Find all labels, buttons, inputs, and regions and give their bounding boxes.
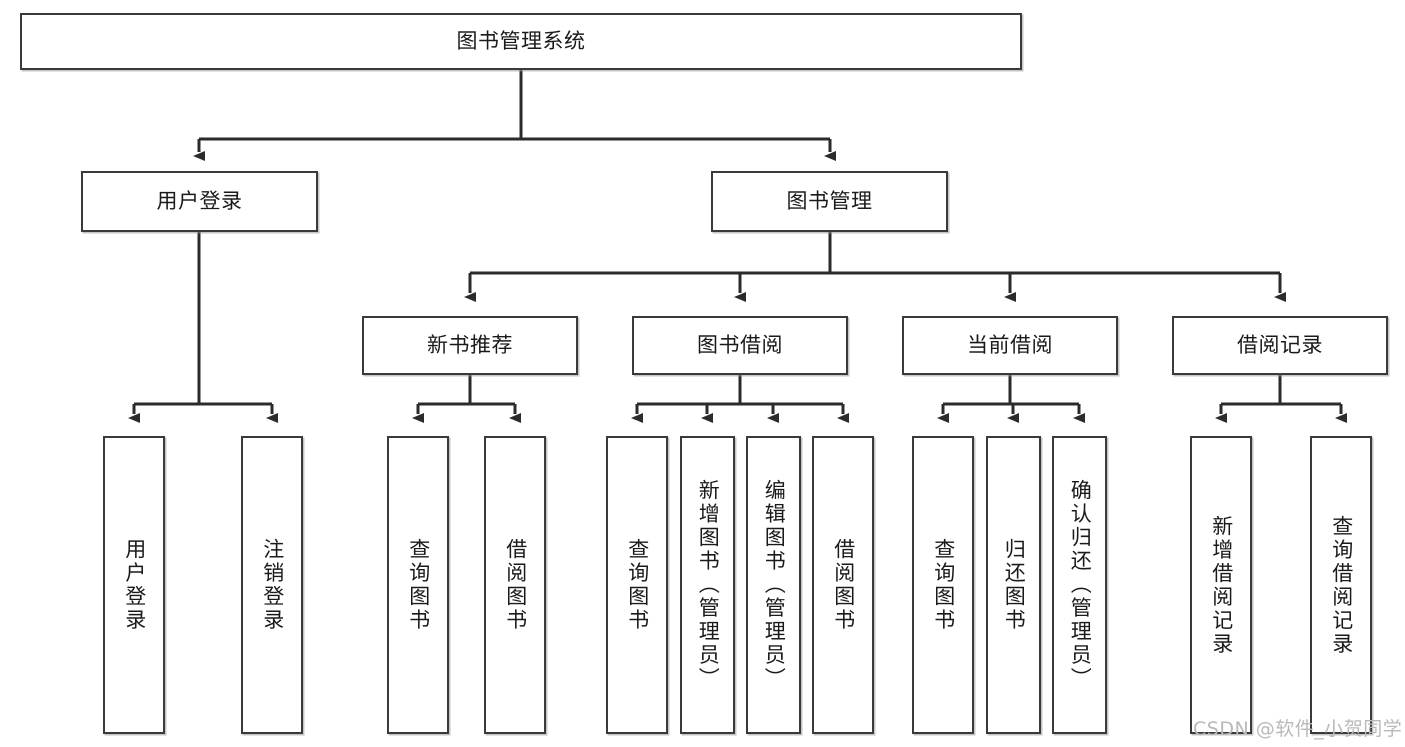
node-book-management-label: 图书管理 <box>786 188 873 213</box>
leaf-query-book-newbook-label: 查询图书 <box>406 538 431 632</box>
leaf-edit-book-admin[interactable]: 编辑图书（管理员） <box>746 436 801 734</box>
leaf-edit-book-admin-label: 编辑图书（管理员） <box>762 479 787 691</box>
leaf-add-book-admin[interactable]: 新增图书（管理员） <box>680 436 735 734</box>
leaf-borrow-book-label: 借阅图书 <box>831 538 856 632</box>
node-root-label: 图书管理系统 <box>456 28 586 53</box>
node-user-login-label: 用户登录 <box>156 188 243 213</box>
leaf-query-borrow-record-label: 查询借阅记录 <box>1329 514 1354 656</box>
leaf-query-book-current-label: 查询图书 <box>931 538 956 632</box>
leaf-query-book-current[interactable]: 查询图书 <box>912 436 974 734</box>
node-current-borrow-label: 当前借阅 <box>967 332 1053 357</box>
node-book-borrow-label: 图书借阅 <box>697 332 783 357</box>
node-book-borrow[interactable]: 图书借阅 <box>632 316 848 375</box>
node-borrow-record[interactable]: 借阅记录 <box>1172 316 1388 375</box>
leaf-borrow-book-newbook-label: 借阅图书 <box>503 538 528 632</box>
node-new-book-recommend[interactable]: 新书推荐 <box>362 316 578 375</box>
node-book-management[interactable]: 图书管理 <box>711 171 948 232</box>
leaf-query-book-borrow[interactable]: 查询图书 <box>606 436 668 734</box>
leaf-confirm-return-admin-label: 确认归还（管理员） <box>1068 479 1093 691</box>
leaf-confirm-return-admin[interactable]: 确认归还（管理员） <box>1052 436 1107 734</box>
node-root[interactable]: 图书管理系统 <box>20 13 1022 70</box>
leaf-logout-label: 注销登录 <box>260 538 285 632</box>
leaf-query-book-borrow-label: 查询图书 <box>625 538 650 632</box>
leaf-add-borrow-record[interactable]: 新增借阅记录 <box>1190 436 1252 734</box>
leaf-add-book-admin-label: 新增图书（管理员） <box>696 479 721 691</box>
leaf-query-borrow-record[interactable]: 查询借阅记录 <box>1310 436 1372 734</box>
leaf-return-book-label: 归还图书 <box>1002 538 1027 632</box>
leaf-user-login-label: 用户登录 <box>122 538 147 632</box>
leaf-logout[interactable]: 注销登录 <box>241 436 303 734</box>
node-current-borrow[interactable]: 当前借阅 <box>902 316 1118 375</box>
node-new-book-recommend-label: 新书推荐 <box>427 332 513 357</box>
node-user-login[interactable]: 用户登录 <box>81 171 318 232</box>
leaf-return-book[interactable]: 归还图书 <box>986 436 1041 734</box>
leaf-add-borrow-record-label: 新增借阅记录 <box>1209 514 1234 656</box>
leaf-borrow-book-newbook[interactable]: 借阅图书 <box>484 436 546 734</box>
leaf-borrow-book[interactable]: 借阅图书 <box>812 436 874 734</box>
node-borrow-record-label: 借阅记录 <box>1237 332 1323 357</box>
leaf-user-login[interactable]: 用户登录 <box>103 436 165 734</box>
leaf-query-book-newbook[interactable]: 查询图书 <box>387 436 449 734</box>
